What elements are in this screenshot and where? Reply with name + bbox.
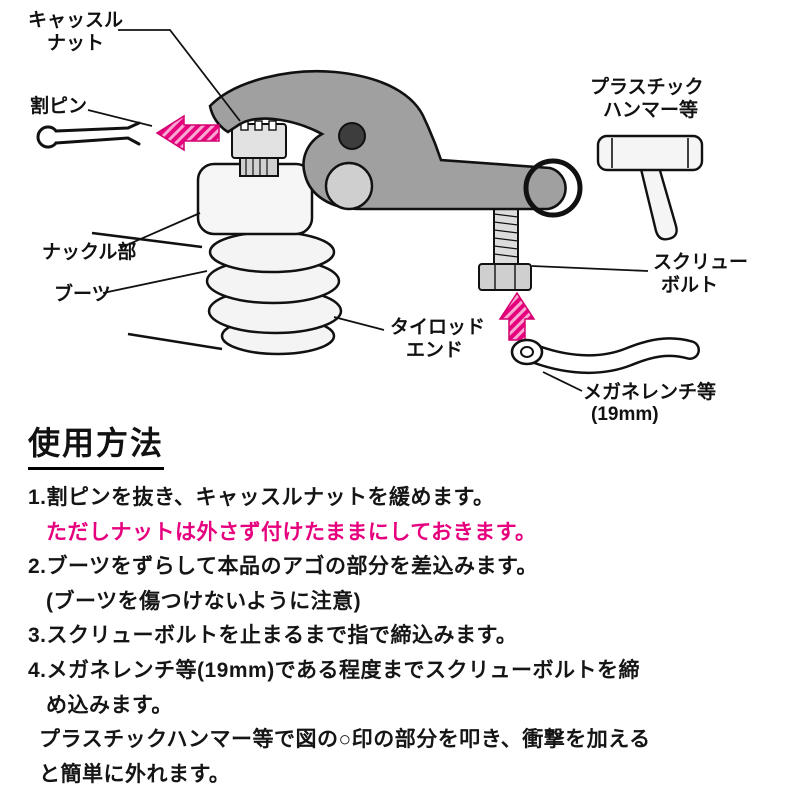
instruction-line: 3.スクリューボルトを止まるまで指で締込みます。	[28, 624, 518, 648]
label-screw-bolt: ボルト	[661, 274, 718, 296]
tool-usage-diagram: キャッスル ナット 割ピン ナックル部 ブーツ タイロッド エンド プラスチック…	[28, 10, 748, 425]
separator-tool	[208, 70, 567, 211]
instruction-line: プラスチックハンマー等で図の○印の部分を叩き、衝撃を加える	[39, 728, 651, 752]
arrow-up-icon	[498, 291, 536, 341]
tool-pivot-boss	[324, 161, 374, 211]
label-cotter-pin: 割ピン	[30, 94, 87, 117]
label-box-wrench: (19mm)	[591, 404, 659, 425]
label-tie-rod-end: エンド	[406, 340, 463, 361]
label-castle-nut: ナット	[47, 33, 104, 54]
instruction-line: め込みます。	[46, 693, 173, 717]
label-castle-nut: キャッスル	[28, 10, 123, 31]
label-tie-rod-end: タイロッド	[390, 316, 485, 338]
instruction-note-boot-caution: (ブーツを傷つけないように注意)	[46, 589, 362, 613]
instruction-line: と簡単に外れます。	[39, 762, 231, 786]
boot-bellows	[205, 230, 343, 356]
screw-bolt	[478, 197, 532, 291]
usage-instructions: 使用方法 1.割ピンを抜き、キャッスルナットを緩めます。 ただしナットは外さず付…	[28, 418, 788, 792]
instruction-note-keep-nut: ただしナットは外さず付けたままにしておきます。	[46, 520, 537, 544]
instruction-line: 2.ブーツをずらして本品のアゴの部分を差込みます。	[28, 555, 538, 579]
knuckle-arm-lines	[91, 231, 223, 351]
impact-circle-marker	[523, 158, 583, 218]
label-box-wrench: メガネレンチ等	[583, 380, 716, 403]
label-boot: ブーツ	[54, 282, 111, 305]
tool-hole	[338, 122, 366, 150]
arrow-left-icon	[155, 114, 220, 152]
label-knuckle: ナックル部	[42, 240, 136, 263]
label-screw-bolt: スクリュー	[653, 251, 748, 273]
callout-lines	[87, 29, 649, 392]
plastic-hammer	[596, 134, 704, 241]
cotter-pin	[36, 121, 141, 149]
box-wrench	[510, 337, 700, 375]
castle-nut	[231, 120, 287, 177]
label-plastic-hammer: プラスチック	[590, 75, 704, 98]
usage-heading: 使用方法	[28, 418, 165, 470]
instruction-line: 4.メガネレンチ等(19mm)である程度までスクリューボルトを締	[28, 658, 640, 682]
instruction-line: 1.割ピンを抜き、キャッスルナットを緩めます。	[28, 486, 495, 509]
label-plastic-hammer: ハンマー等	[603, 98, 698, 121]
instruction-lines: 1.割ピンを抜き、キャッスルナットを緩めます。 ただしナットは外さず付けたままに…	[28, 481, 788, 792]
